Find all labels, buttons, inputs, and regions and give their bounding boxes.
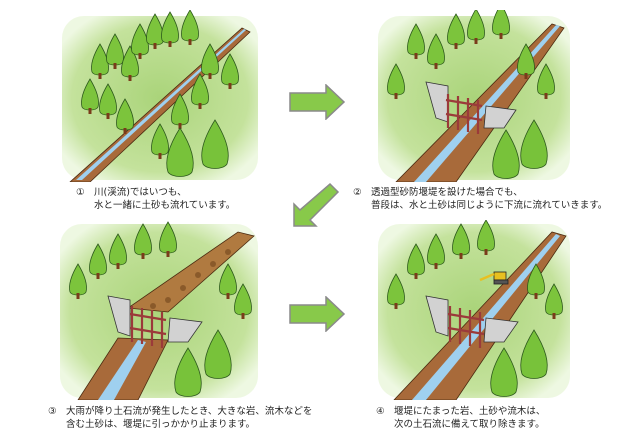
caption-line-1: 透過型砂防堰堤を設けた場合でも、 [371,187,523,198]
river-water [412,234,560,400]
step-1-caption: ① 川(渓流)ではいつも、 水と一緒に土砂も流れています。 [76,186,235,212]
steel-grid-dam [447,306,485,348]
dam-wing-left [107,295,131,337]
debris-deposit [126,231,255,313]
arrow-step1-to-step2 [289,84,346,120]
caption-line-2: 水と一緒に土砂も流れています。 [94,200,236,211]
boulders [150,249,231,309]
right-arrow-icon [289,84,346,120]
step-3-caption: ③ 大雨が降り土石流が発生したとき、大きな岩、流木などを 含む土砂は、堰堤に引っか… [48,405,312,431]
dam-wing-left [425,295,449,337]
river-water [98,340,146,400]
down-left-arrow-icon [293,182,340,227]
step-number: ② [353,187,362,198]
step-2-caption: ② 透過型砂防堰堤を設けた場合でも、 普段は、水と土砂は同じように下流に流れていき… [353,186,607,212]
step-2-illustration [376,10,572,182]
steel-grid-dam [445,94,483,134]
dam-wing-right [483,105,517,129]
caption-line-2: 含む土砂は、堰堤に引っかかり止まります。 [66,419,256,430]
step-4-caption: ④ 堰堤にたまった岩、土砂や流木は、 次の土石流に備えて取り除きます。 [376,405,545,431]
step-number: ④ [376,406,385,417]
caption-line-1: 堰堤にたまった岩、土砂や流木は、 [394,406,546,417]
step-1-illustration [60,10,260,182]
step-number: ① [76,187,85,198]
step-number: ③ [48,406,57,417]
arrow-step2-to-step3 [293,182,340,227]
right-arrow-icon [289,296,346,332]
step-4-illustration [376,220,572,400]
excavator [479,271,509,285]
caption-line-2: 普段は、水と土砂は同じように下流に流れていきます。 [371,200,608,211]
caption-line-2: 次の土石流に備えて取り除きます。 [394,419,545,430]
steel-grid-dam [129,306,167,348]
dam-wing-right [167,317,203,343]
caption-line-1: 大雨が降り土石流が発生したとき、大きな岩、流木などを [66,406,313,417]
dam-wing-right [483,317,519,343]
caption-line-1: 川(渓流)ではいつも、 [94,187,187,198]
step-3-illustration [58,220,260,400]
arrow-step3-to-step4 [289,296,346,332]
